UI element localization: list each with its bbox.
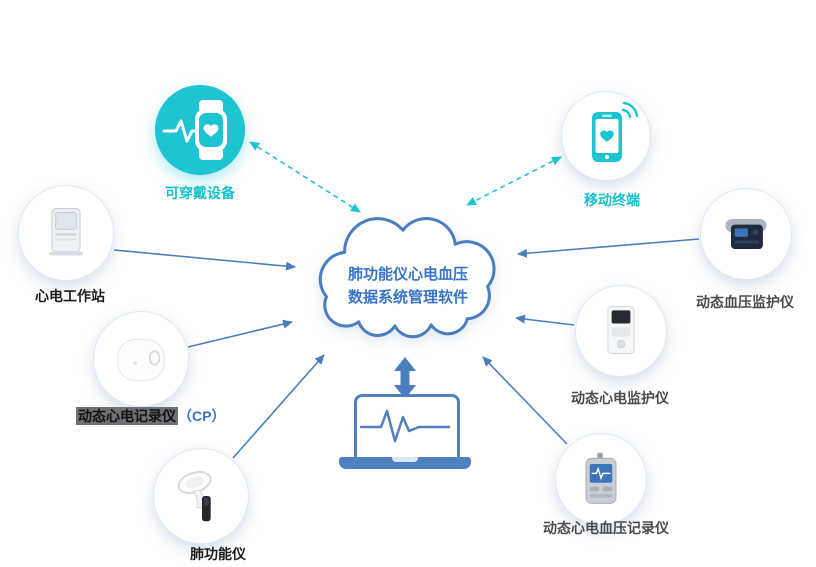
spirometer-node bbox=[153, 448, 249, 544]
spirometer-image bbox=[177, 471, 212, 522]
ecg-bp-recorder-label: 动态心电血压记录仪 bbox=[543, 520, 669, 536]
ecg-monitor-image bbox=[607, 306, 635, 354]
laptop-ecg-waveform bbox=[359, 409, 451, 443]
connector-mobile-cloud bbox=[466, 156, 562, 206]
smartphone-heart-icon bbox=[592, 101, 639, 162]
wearable-node bbox=[155, 85, 245, 175]
bp-monitor-image bbox=[725, 219, 767, 249]
connector-workstation-cloud bbox=[113, 249, 296, 271]
bp-monitor-node bbox=[700, 188, 792, 280]
connector-bp-monitor-cloud bbox=[517, 238, 700, 258]
cp-recorder-label-text: 动态心电记录仪 bbox=[76, 407, 178, 425]
cloud-title-line1: 肺功能仪心电血压 bbox=[347, 266, 468, 283]
cloud-shape bbox=[318, 217, 496, 339]
wearable-label: 可穿戴设备 bbox=[165, 185, 235, 201]
connector-cloud-laptop-double-arrow bbox=[394, 357, 416, 399]
mobile-label: 移动终端 bbox=[584, 192, 640, 208]
ecg-workstation-node bbox=[18, 185, 114, 281]
ecg-bp-recorder-image bbox=[585, 452, 617, 504]
connector-cp-recorder-cloud bbox=[187, 319, 293, 348]
ecg-monitor-label: 动态心电监护仪 bbox=[571, 390, 669, 406]
laptop-notch bbox=[392, 457, 418, 462]
cp-recorder-label: 动态心电记录仪（CP） bbox=[76, 406, 225, 426]
cloud-title: 肺功能仪心电血压 数据系统管理软件 bbox=[308, 263, 508, 309]
ecg-bp-recorder-node bbox=[555, 433, 647, 525]
bp-monitor-label: 动态血压监护仪 bbox=[696, 294, 794, 310]
laptop-base bbox=[339, 457, 471, 469]
mobile-node bbox=[561, 91, 651, 181]
ecg-monitor-node bbox=[575, 285, 667, 377]
holter-recorder-image bbox=[117, 339, 165, 381]
cloud-title-line2: 数据系统管理软件 bbox=[347, 289, 468, 306]
smartwatch-heart-icon bbox=[162, 100, 227, 160]
laptop-ecg-icon bbox=[354, 394, 460, 460]
connector-spirometer-cloud bbox=[232, 354, 325, 459]
connector-ecg-bp-recorder-cloud bbox=[482, 356, 568, 445]
spirometer-label: 肺功能仪 bbox=[190, 546, 246, 562]
ecg-workstation-image bbox=[49, 208, 83, 256]
ecg-workstation-label: 心电工作站 bbox=[35, 288, 105, 304]
cp-recorder-label-suffix: （CP） bbox=[178, 408, 226, 424]
connector-ecg-monitor-cloud bbox=[515, 314, 575, 326]
cp-recorder-node bbox=[93, 311, 189, 407]
